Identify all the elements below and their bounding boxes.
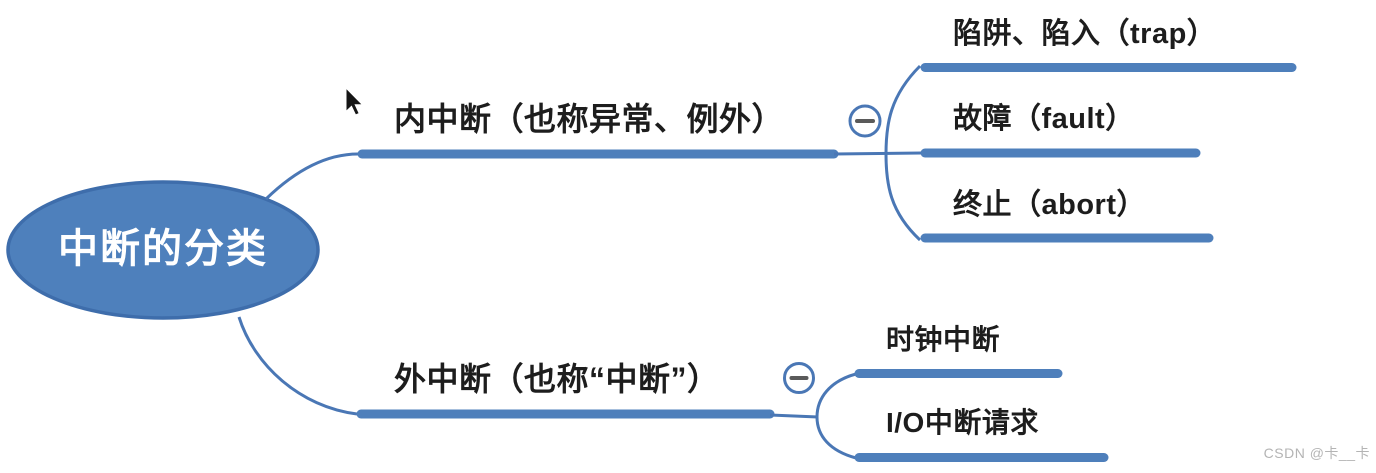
- node-fault[interactable]: 故障（fault）: [953, 103, 1135, 135]
- node-trap[interactable]: 陷阱、陷入（trap）: [953, 18, 1217, 50]
- root-node-ellipse[interactable]: [6, 180, 320, 320]
- collapse-button-internal[interactable]: [848, 104, 882, 138]
- node-clock-interrupt[interactable]: 时钟中断: [886, 324, 1001, 355]
- collapse-button-external[interactable]: [783, 362, 815, 394]
- node-io-interrupt-request[interactable]: I/O中断请求: [886, 407, 1039, 438]
- connector-root-to-internal: [264, 152, 359, 201]
- connector-internal-to-fault: [833, 151, 923, 156]
- external-children-bracket: [815, 372, 857, 460]
- node-internal-interrupt[interactable]: 内中断（也称异常、例外）: [394, 101, 785, 137]
- connector-root-to-external: [237, 316, 358, 416]
- connector-external-to-fork: [769, 413, 819, 419]
- mouse-cursor: [345, 86, 364, 116]
- csdn-watermark: CSDN @卡__卡: [1263, 445, 1370, 461]
- node-abort[interactable]: 终止（abort）: [953, 189, 1147, 221]
- root-node-label[interactable]: 中断的分类: [58, 227, 268, 271]
- node-external-interrupt[interactable]: 外中断（也称“中断”）: [394, 361, 720, 397]
- internal-children-bracket: [884, 64, 922, 242]
